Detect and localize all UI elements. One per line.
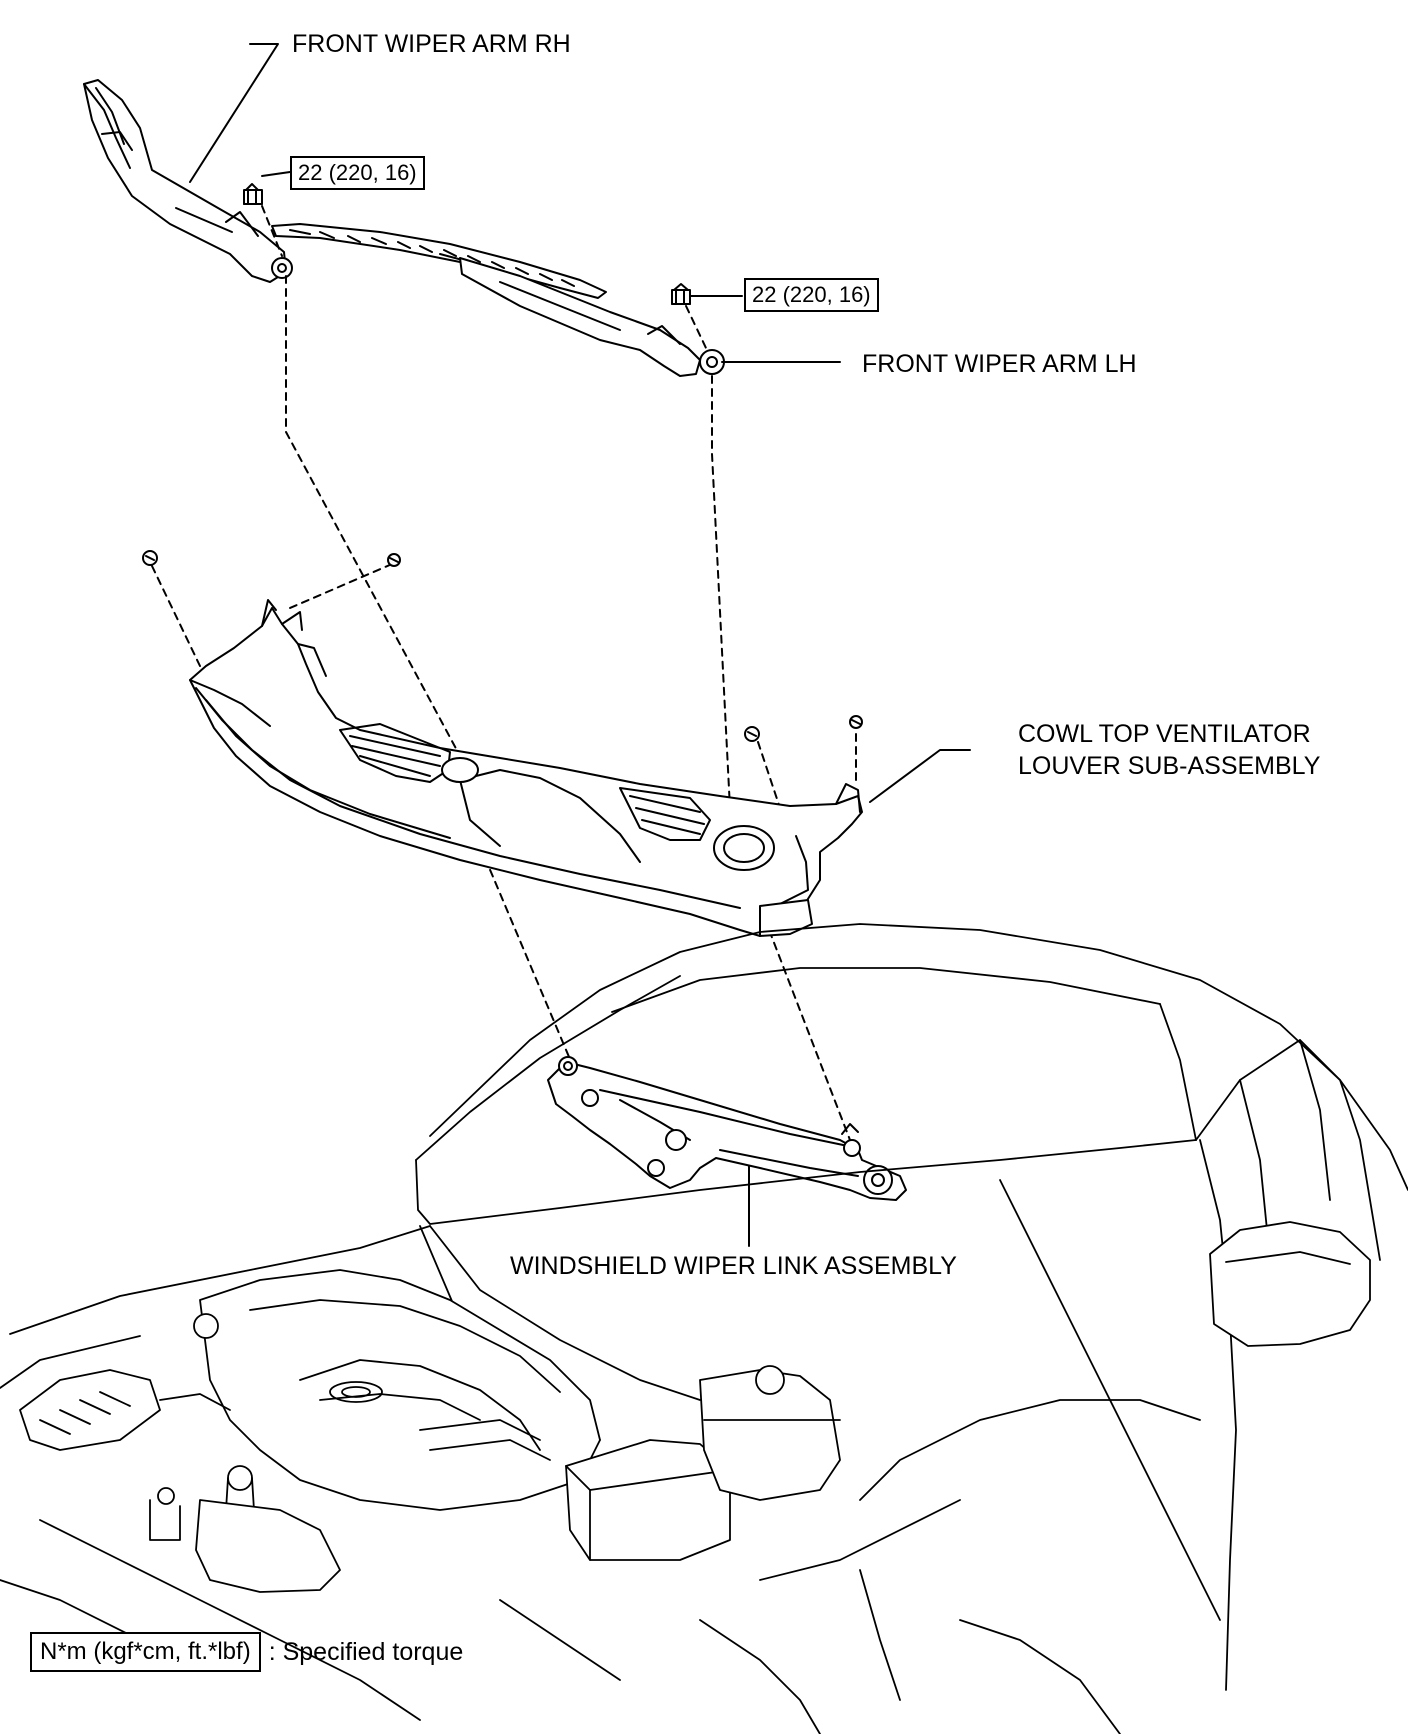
cowl-louver: [189, 599, 863, 937]
vehicle-body: [0, 923, 1408, 1734]
wiper-arm-rh-nut: [243, 183, 263, 205]
label-cowl-line-1: COWL TOP VENTILATOR: [1018, 720, 1311, 748]
wiper-link: [547, 1056, 907, 1201]
label-front-wiper-arm-lh: FRONT WIPER ARM LH: [862, 350, 1137, 378]
wiper-arm-lh-nut: [671, 283, 691, 305]
legend-description: : Specified torque: [268, 1638, 464, 1666]
torque-spec-lh-nut: 22 (220, 16): [744, 278, 879, 312]
wiper-arm-rh: [83, 79, 293, 283]
cowl-clips: [142, 550, 863, 742]
legend: N*m (kgf*cm, ft.*lbf) : Specified torque: [30, 1632, 463, 1672]
label-windshield-wiper-link: WINDSHIELD WIPER LINK ASSEMBLY: [510, 1252, 957, 1280]
legend-unit-box: N*m (kgf*cm, ft.*lbf): [30, 1632, 261, 1672]
label-cowl-line-2: LOUVER SUB-ASSEMBLY: [1018, 752, 1321, 780]
wiper-arm-lh: [459, 257, 725, 377]
label-front-wiper-arm-rh: FRONT WIPER ARM RH: [292, 30, 571, 58]
leader-lines: [189, 43, 971, 1247]
wiper-blade: [271, 223, 607, 299]
torque-spec-rh-nut: 22 (220, 16): [290, 156, 425, 190]
alignment-lines: [151, 205, 857, 1141]
